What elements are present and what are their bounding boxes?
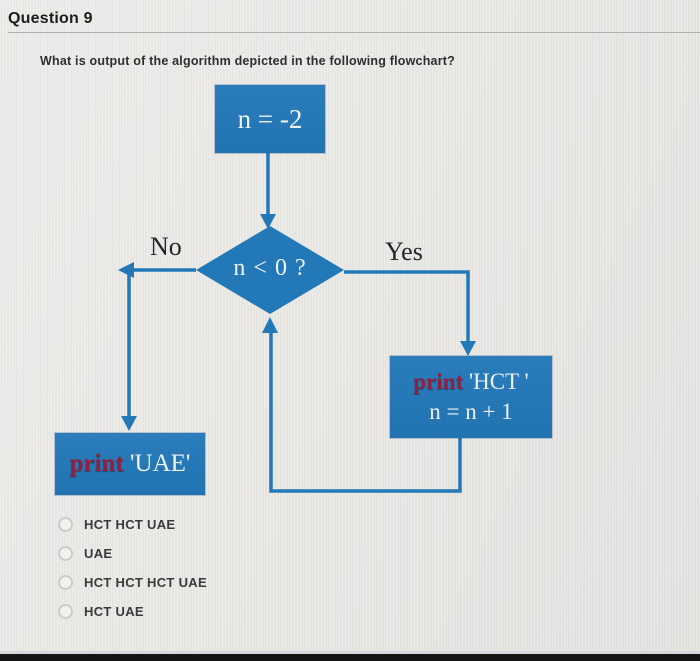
- uae-print-keyword: print: [69, 450, 124, 477]
- option-row-4[interactable]: HCT UAE: [58, 600, 207, 622]
- option-row-3[interactable]: HCT HCT HCT UAE: [58, 571, 207, 593]
- radio-button-icon[interactable]: [58, 574, 73, 590]
- arrowhead-loop-up-icon: [262, 317, 278, 333]
- screen-bottom-bezel: [0, 654, 700, 661]
- arrow-loop-back: [269, 332, 462, 493]
- flow-node-start: n = -2: [215, 85, 325, 153]
- option-row-1[interactable]: HCT HCT UAE: [58, 513, 207, 535]
- hct-print-keyword: print: [413, 369, 464, 394]
- option-label: HCT HCT UAE: [84, 516, 176, 532]
- question-text: What is output of the algorithm depicted…: [40, 54, 455, 68]
- radio-button-icon[interactable]: [58, 545, 73, 561]
- arrowhead-into-decision-icon: [260, 214, 276, 229]
- flow-node-print-hct: print 'HCT ' n = n + 1: [390, 356, 552, 438]
- start-node-text: n = -2: [237, 103, 303, 134]
- hct-node-line1: print 'HCT ': [413, 367, 528, 397]
- option-row-2[interactable]: UAE: [58, 542, 207, 564]
- arrowhead-into-hct-icon: [460, 341, 476, 356]
- uae-node-line1: print 'UAE': [70, 450, 191, 478]
- answer-options: HCT HCT UAE UAE HCT HCT HCT UAE HCT UAE: [58, 513, 207, 629]
- hct-node-line2: n = n + 1: [429, 399, 513, 424]
- decision-node-text: n < 0 ?: [233, 255, 307, 281]
- arrowhead-into-uae-icon: [121, 416, 137, 431]
- hct-print-argument: 'HCT ': [468, 369, 529, 394]
- branch-label-yes: Yes: [385, 237, 423, 266]
- decision-diamond: [196, 226, 344, 314]
- option-label: HCT UAE: [84, 603, 144, 619]
- arrowhead-no-left-icon: [118, 262, 134, 278]
- header-divider: [8, 32, 700, 33]
- screen-edge-strip: [0, 651, 700, 654]
- uae-print-argument: 'UAE': [130, 450, 191, 477]
- radio-button-icon[interactable]: [58, 516, 73, 532]
- flow-node-print-uae: print 'UAE': [55, 433, 205, 495]
- option-label: HCT HCT HCT UAE: [84, 574, 207, 590]
- arrow-yes-branch: [344, 270, 470, 342]
- question-header: Question 9: [8, 10, 93, 27]
- branch-label-no: No: [150, 232, 182, 261]
- radio-button-icon[interactable]: [58, 603, 73, 619]
- option-label: UAE: [84, 545, 113, 561]
